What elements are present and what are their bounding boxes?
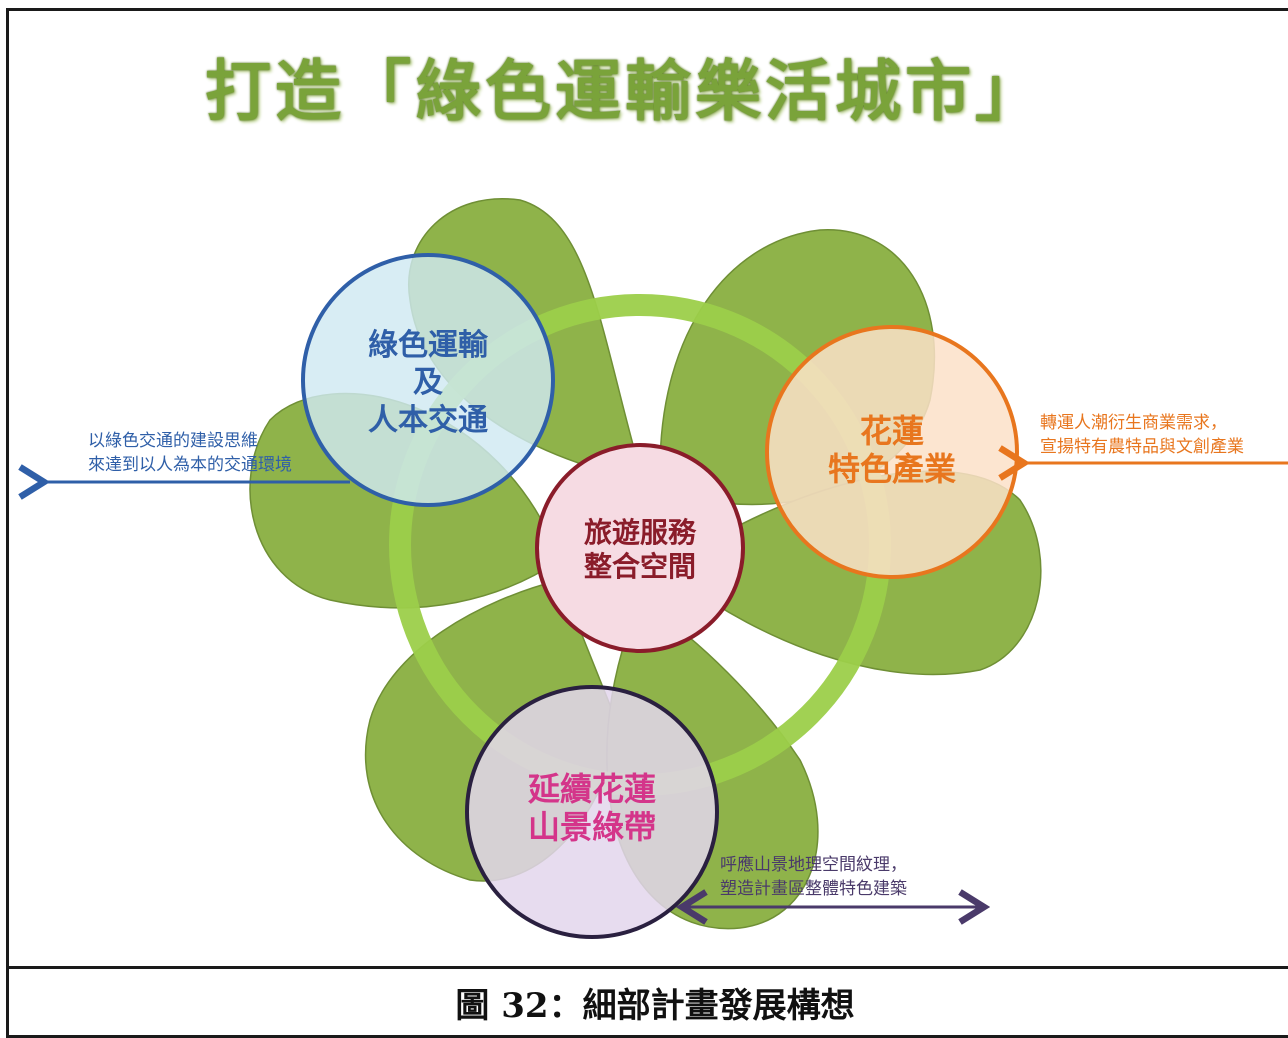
note-left: 以綠色交通的建設思維 來達到以人為本的交通環境: [44, 431, 350, 482]
note-bottom-line-2: 塑造計畫區整體特色建築: [720, 879, 907, 899]
note-bottom-line-1: 呼應山景地理空間紋理，: [720, 854, 907, 875]
node-mountain-belt-line-2: 山景綠帶: [528, 808, 656, 846]
diagram-title: 打造「綠色運輸樂活城市」: [205, 53, 1045, 130]
note-left-line-2: 來達到以人為本的交通環境: [88, 455, 292, 475]
node-green-transport-line-1: 綠色運輸: [368, 328, 489, 363]
node-mountain-belt-line-1: 延續花蓮: [527, 770, 656, 808]
node-center-line-1: 旅遊服務: [584, 516, 697, 549]
node-mountain-belt: 延續花蓮 山景綠帶: [465, 685, 719, 939]
caption-divider: [6, 966, 1288, 969]
note-right: 轉運人潮衍生商業需求， 宣揚特有農特品與文創產業: [1024, 413, 1288, 463]
node-center-line-2: 整合空間: [584, 550, 696, 583]
note-bottom: 呼應山景地理空間紋理， 塑造計畫區整體特色建築: [682, 854, 984, 907]
node-green-transport-line-3: 人本交通: [368, 403, 488, 438]
node-hualien-industry-line-1: 花蓮: [860, 412, 924, 450]
node-center: 旅遊服務 整合空間: [535, 443, 745, 653]
node-green-transport-line-2: 及: [413, 365, 443, 400]
figure-caption: 圖 32：細部計畫發展構想: [455, 986, 855, 1026]
note-right-line-2: 宣揚特有農特品與文創產業: [1040, 437, 1244, 457]
note-left-line-1: 以綠色交通的建設思維: [88, 431, 258, 451]
node-hualien-industry-line-2: 特色產業: [828, 450, 956, 488]
note-right-line-1: 轉運人潮衍生商業需求，: [1040, 413, 1227, 433]
node-hualien-industry: 花蓮 特色產業: [765, 325, 1019, 579]
diagram-canvas: 綠色運輸 及 人本交通 花蓮 特色產業 延續花蓮 山景綠帶 旅遊服務 整合空間 …: [0, 198, 1288, 939]
node-green-transport: 綠色運輸 及 人本交通: [301, 253, 555, 507]
